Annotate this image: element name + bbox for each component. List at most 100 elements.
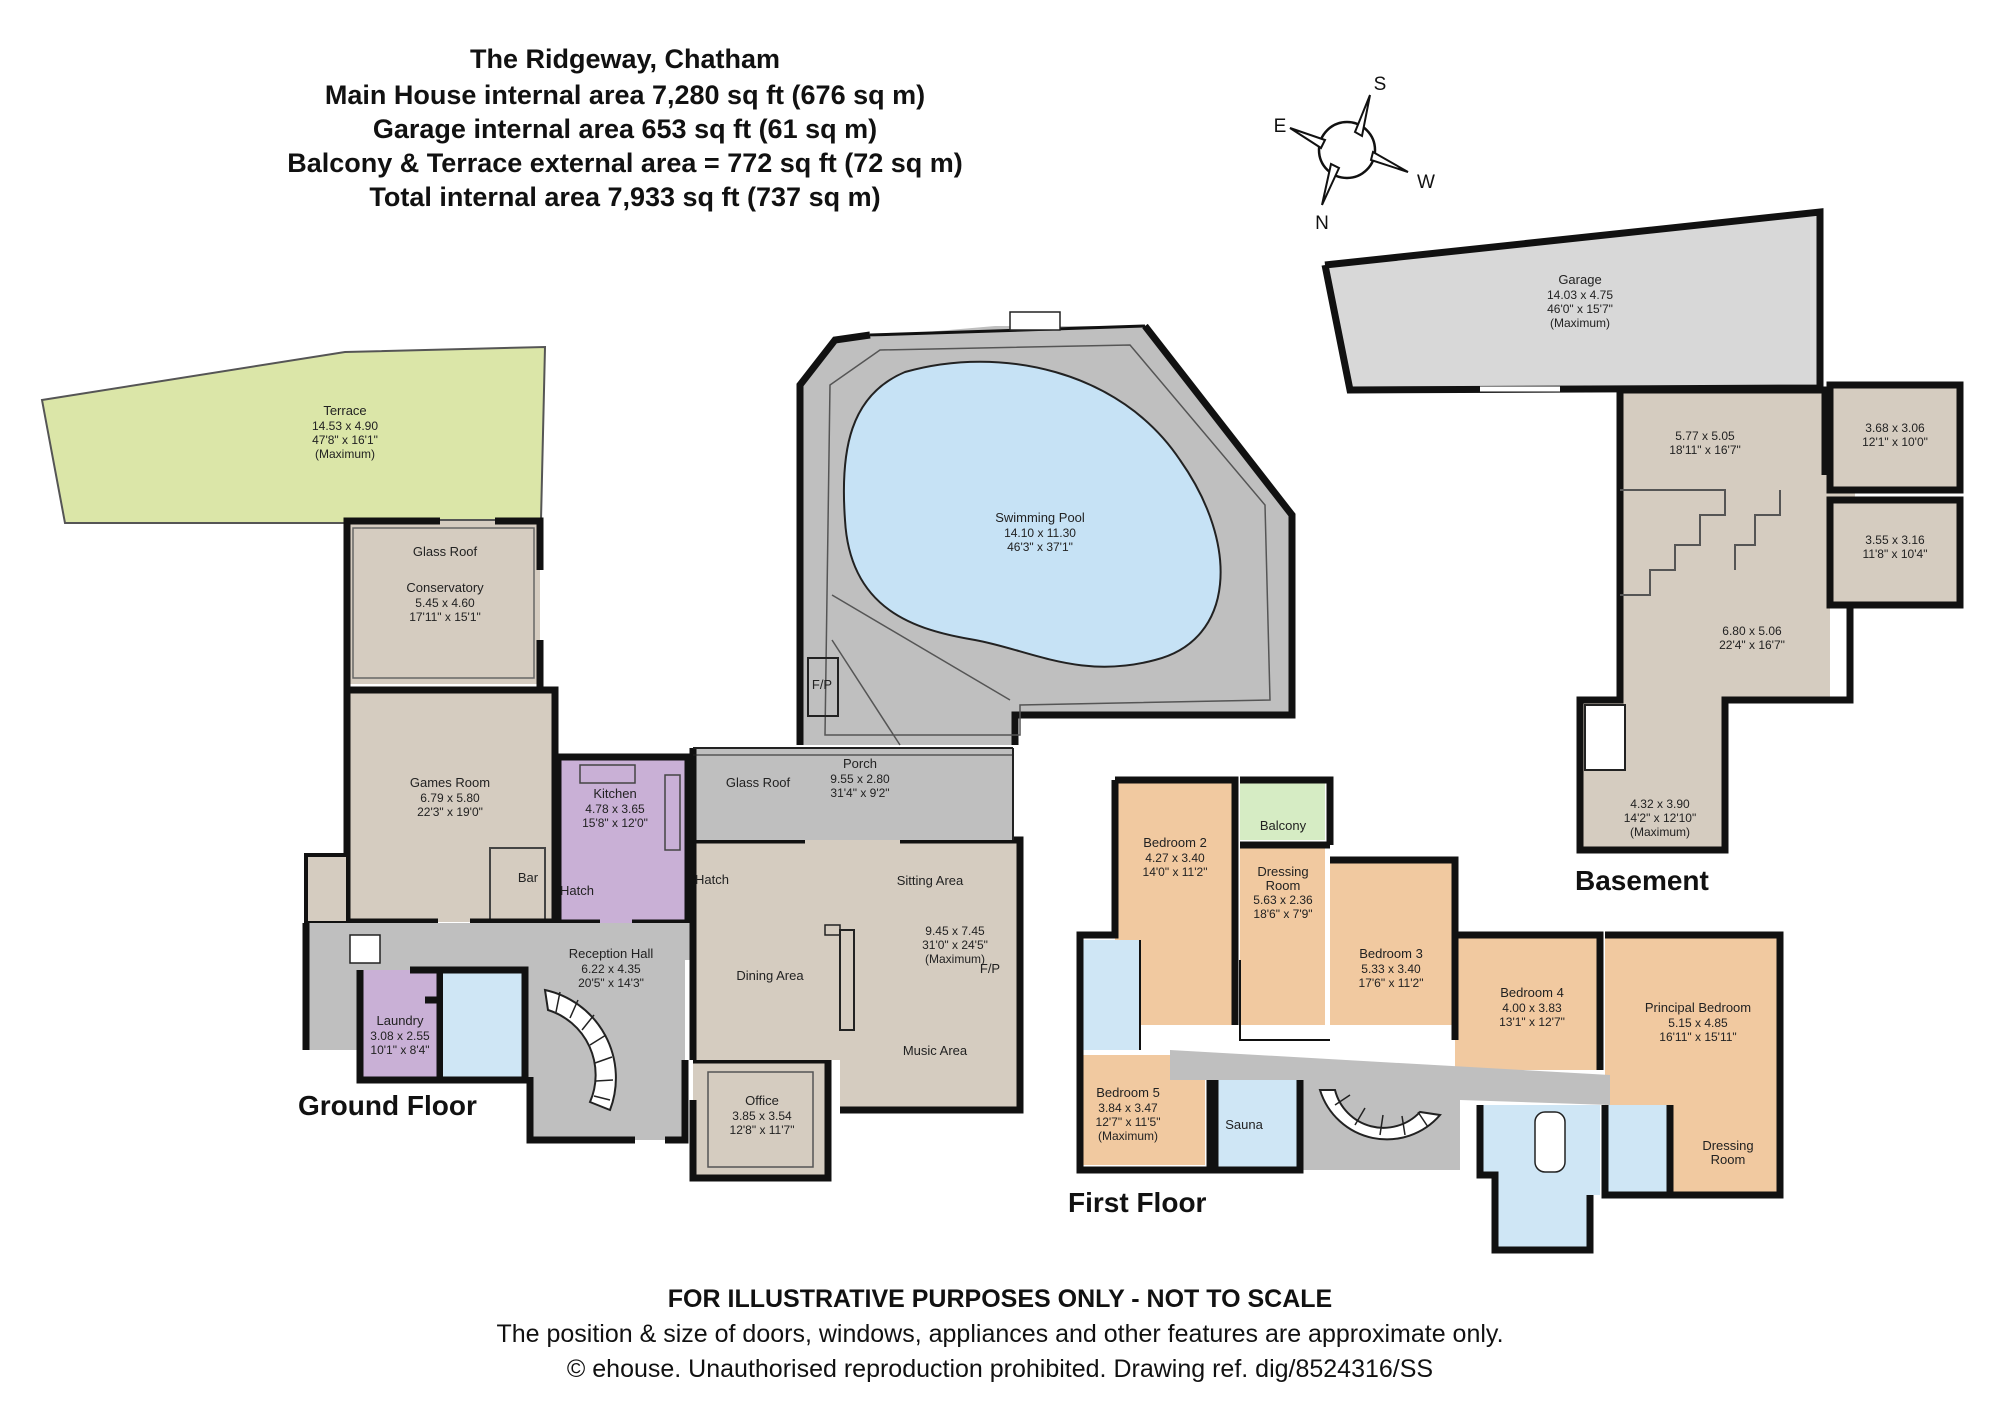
garage-label: Garage [1558, 272, 1601, 287]
property-title: The Ridgeway, Chatham [469, 44, 781, 74]
bedroom-2-label: Bedroom 2 [1143, 835, 1207, 850]
basement-a-dim-ft: 18'11" x 16'7" [1669, 443, 1741, 457]
office-label: Office [745, 1093, 779, 1108]
bedroom-5-dim-m: 3.84 x 3.47 [1098, 1101, 1158, 1115]
wc-room [443, 970, 525, 1080]
main-house-area: Main House internal area 7,280 sq ft (67… [324, 80, 926, 110]
laundry-label: Laundry [377, 1013, 424, 1028]
basement-d-dim-ft: 22'4" x 16'7" [1719, 638, 1785, 652]
basement-e-dim-ft: 14'2" x 12'10" [1624, 811, 1697, 825]
sauna-room [1215, 1080, 1300, 1170]
swimming-pool-dim-m: 14.10 x 11.30 [1004, 526, 1076, 540]
compass-north-label: N [1315, 213, 1329, 234]
balcony-label: Balcony [1260, 818, 1307, 833]
bedroom-3 [1330, 860, 1455, 1025]
disclaimer-text: The position & size of doors, windows, a… [496, 1320, 1504, 1348]
basement-c-dim-m: 3.55 x 3.16 [1865, 533, 1925, 547]
bedroom-2-dim-m: 4.27 x 3.40 [1145, 851, 1205, 865]
conservatory-label: Conservatory [406, 580, 484, 595]
garage-note: (Maximum) [1550, 316, 1610, 330]
games-room-dim-ft: 22'3" x 19'0" [417, 805, 483, 819]
kitchen-dim-ft: 15'8" x 12'0" [582, 816, 648, 830]
garage-area: Garage internal area 653 sq ft (61 sq m) [372, 114, 878, 144]
balcony-terrace-area: Balcony & Terrace external area = 772 sq… [287, 148, 963, 178]
balcony-area [1240, 780, 1325, 840]
dressing-room-1 [1240, 845, 1325, 1025]
basement-room-c [1830, 500, 1960, 605]
reception-hall-dim-m: 6.22 x 4.35 [581, 962, 641, 976]
main-living-dim-ft: 31'0" x 24'5" [922, 938, 988, 952]
office-dim-m: 3.85 x 3.54 [732, 1109, 792, 1123]
principal-bedroom-label: Principal Bedroom [1645, 1000, 1751, 1015]
principal-bedroom-dim-ft: 16'11" x 15'11" [1659, 1030, 1736, 1044]
compass-east-label: E [1274, 116, 1287, 137]
conservatory-dim-m: 5.45 x 4.60 [415, 596, 475, 610]
principal-bedroom [1605, 935, 1780, 1105]
terrace-note: (Maximum) [315, 447, 375, 461]
laundry-room [360, 970, 440, 1080]
main-living-note: (Maximum) [925, 952, 985, 966]
spiral-staircase-icon [543, 988, 617, 1112]
compass-west-label: W [1417, 172, 1435, 193]
porch-dim-ft: 31'4" x 9'2" [830, 786, 889, 800]
dressing-room-1-dim-ft: 18'6" x 7'9" [1253, 907, 1312, 921]
total-area: Total internal area 7,933 sq ft (737 sq … [369, 182, 881, 212]
porch-area [693, 748, 1013, 840]
kitchen-room [558, 757, 688, 923]
porch-glass-roof-label: Glass Roof [726, 775, 791, 790]
games-room-label: Games Room [410, 775, 490, 790]
compass-south-label: S [1374, 74, 1387, 95]
kitchen-dim-m: 4.78 x 3.65 [585, 802, 645, 816]
first-floor-label: First Floor [1068, 1187, 1207, 1218]
basement-main-area [1580, 390, 1855, 850]
basement-label: Basement [1575, 865, 1709, 896]
porch-label: Porch [843, 756, 877, 771]
conservatory-dim-ft: 17'11" x 15'1" [409, 610, 481, 624]
dressing-room-1-dim-m: 5.63 x 2.36 [1253, 893, 1313, 907]
garage-dim-ft: 46'0" x 15'7" [1547, 302, 1613, 316]
office-dim-ft: 12'8" x 11'7" [730, 1123, 795, 1137]
bar-label: Bar [518, 870, 539, 885]
hatch-label-dining: Hatch [695, 872, 729, 887]
basement-e-note: (Maximum) [1630, 825, 1690, 839]
dressing-room-2 [1670, 1105, 1780, 1195]
dressing-room-1-label: Dressing [1257, 864, 1308, 879]
conservatory-glass-roof-label: Glass Roof [413, 544, 478, 559]
first-floor-spiral-staircase-icon [1310, 1085, 1460, 1170]
bathroom-lower [1480, 1105, 1600, 1250]
dining-area-label: Dining Area [736, 968, 804, 983]
basement-e-dim-m: 4.32 x 3.90 [1630, 797, 1690, 811]
bedroom-3-dim-m: 5.33 x 3.40 [1361, 962, 1421, 976]
principal-bedroom-dim-m: 5.15 x 4.85 [1668, 1016, 1728, 1030]
ground-floor-label: Ground Floor [298, 1090, 477, 1121]
bedroom-5-note: (Maximum) [1098, 1129, 1158, 1143]
porch-dim-m: 9.55 x 2.80 [830, 772, 890, 786]
sauna-label: Sauna [1225, 1117, 1263, 1132]
principal-ensuite [1605, 1105, 1670, 1195]
pool-water [842, 360, 1222, 668]
copyright-text: © ehouse. Unauthorised reproduction proh… [566, 1355, 1434, 1383]
basement-a-dim-m: 5.77 x 5.05 [1675, 429, 1735, 443]
bedroom-5-dim-ft: 12'7" x 11'5" [1096, 1115, 1161, 1129]
swimming-pool-label: Swimming Pool [995, 510, 1085, 525]
music-area-label: Music Area [903, 1043, 968, 1058]
basement-b-dim-m: 3.68 x 3.06 [1865, 421, 1925, 435]
laundry-dim-m: 3.08 x 2.55 [370, 1029, 430, 1043]
basement-d-dim-m: 6.80 x 5.06 [1722, 624, 1782, 638]
bedroom-3-dim-ft: 17'6" x 11'2" [1359, 976, 1424, 990]
main-living-area [693, 840, 1020, 1110]
garage-dim-m: 14.03 x 4.75 [1547, 288, 1613, 302]
pool-fireplace-label: F/P [812, 677, 832, 692]
bedroom-3-label: Bedroom 3 [1359, 946, 1423, 961]
basement-room-b [1830, 385, 1960, 490]
garage-room [1325, 212, 1820, 390]
swimming-pool-dim-ft: 46'3" x 37'1" [1007, 540, 1073, 554]
bathroom-left [1080, 940, 1140, 1050]
terrace-label: Terrace [323, 403, 366, 418]
bedroom-4 [1455, 935, 1600, 1070]
terrace-dim-ft: 47'8" x 16'1" [312, 433, 378, 447]
games-room-dim-m: 6.79 x 5.80 [420, 791, 480, 805]
dressing-room-2-label: Dressing [1702, 1138, 1753, 1153]
